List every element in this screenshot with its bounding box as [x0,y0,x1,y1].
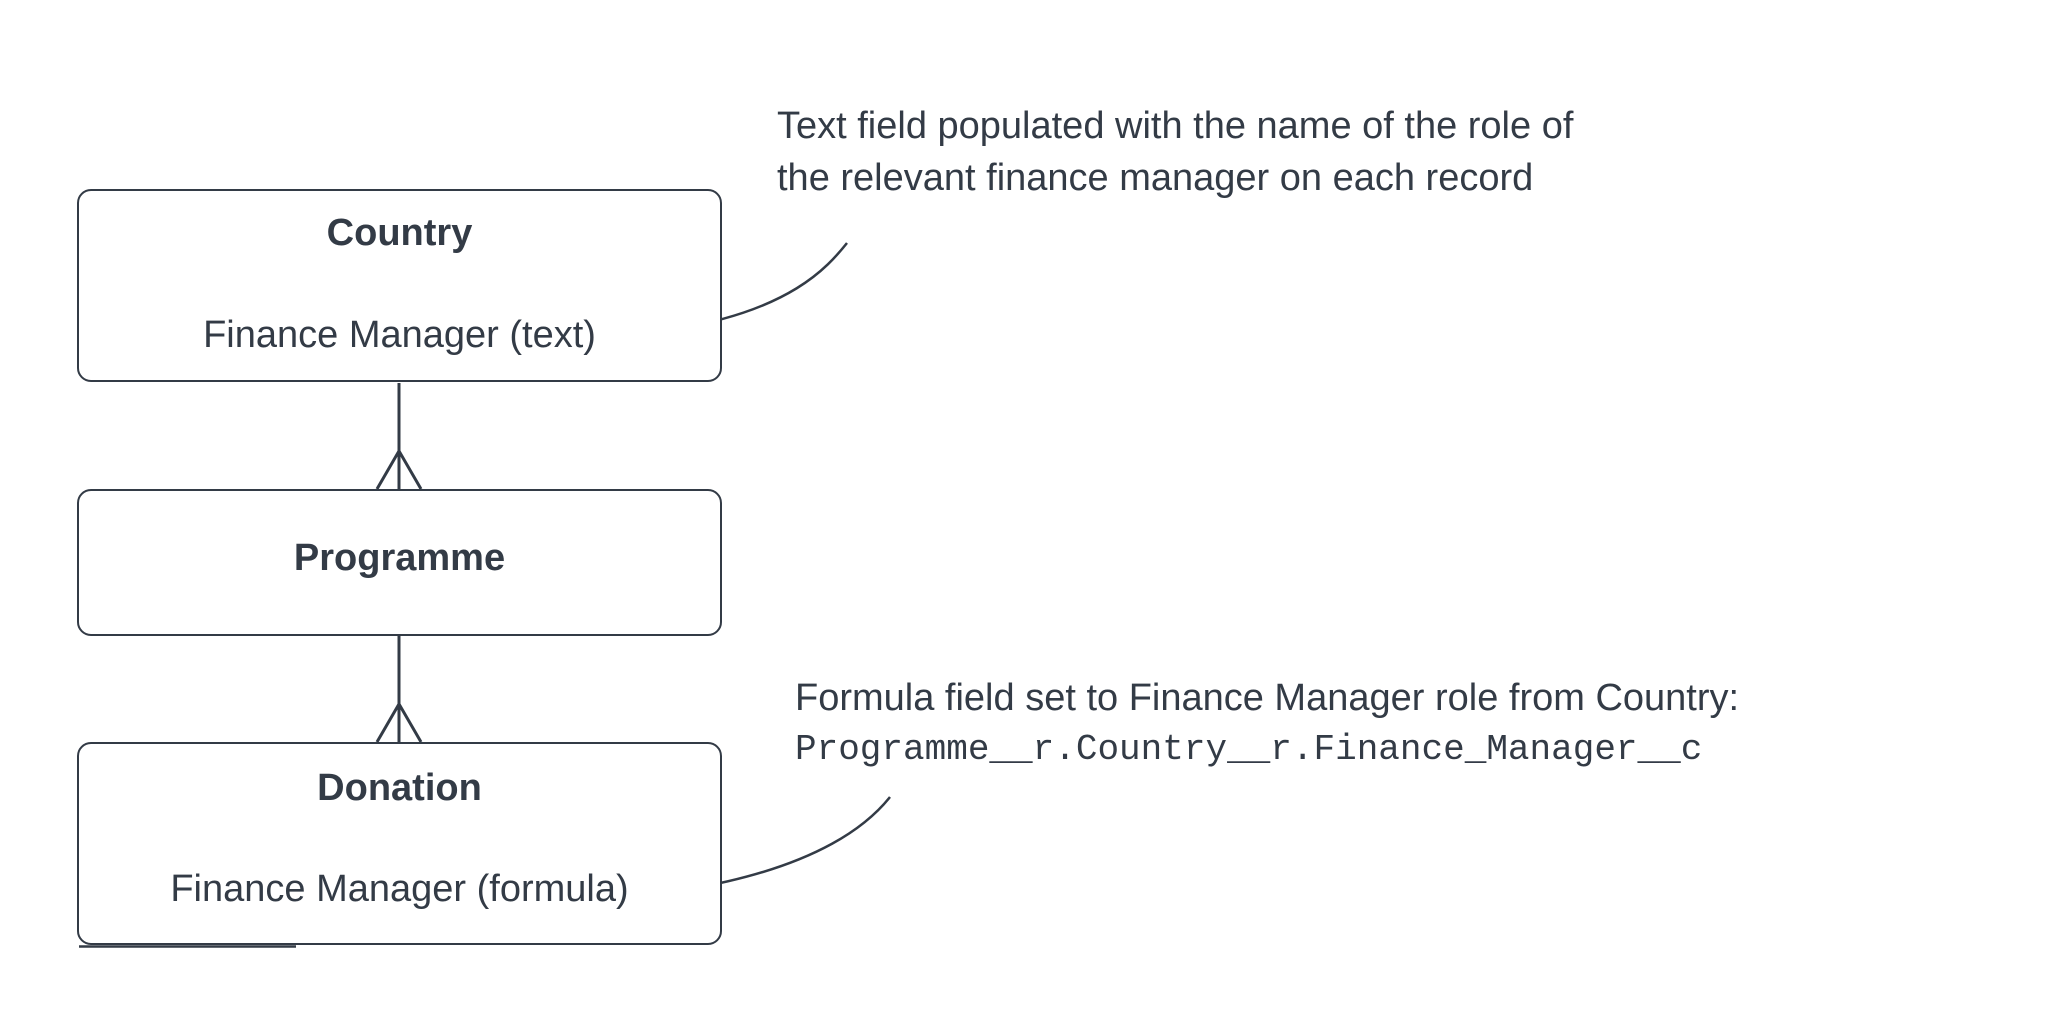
entity-donation-field: Finance Manager (formula) [170,868,629,910]
entity-programme-title: Programme [293,537,506,579]
annotation-formula-code: Programme__r.Country__r.Finance_Manager_… [795,729,1703,770]
annotation-line: Text field populated with the name of th… [777,105,1574,147]
crows-foot-many-programme-icon [375,450,423,490]
annotation-line: Formula field set to Finance Manager rol… [795,677,1740,719]
annotation-line: the relevant finance manager on each rec… [777,157,1534,199]
entity-country-field: Finance Manager (text) [203,314,596,356]
entity-donation-title: Donation [317,767,482,809]
entity-country: Country Finance Manager (text) [77,189,722,382]
entity-donation: Donation Finance Manager (formula) [77,742,722,945]
entity-programme: Programme [77,489,722,636]
crows-foot-many-donation-icon [375,703,423,743]
annotation-text-field-note: Text field populated with the name of th… [777,100,1573,204]
entity-country-title: Country [326,212,473,254]
annotation-formula-field-note: Formula field set to Finance Manager rol… [795,672,1739,776]
